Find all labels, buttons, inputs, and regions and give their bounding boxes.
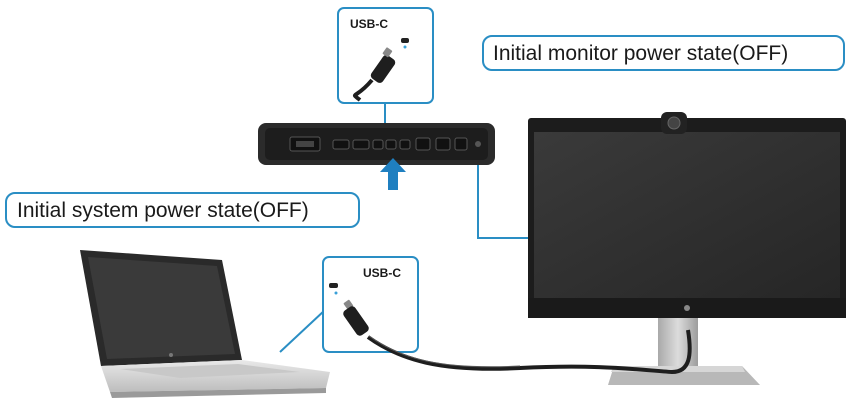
bottom-usbc-inset-frame [322,256,419,353]
bottom-usbc-plug-icon [343,299,369,336]
top-usbc-plug-icon [370,47,396,83]
bottom-usbc-inset: USB-C [322,256,419,353]
monitor-power-callout: Initial monitor power state(OFF) [482,35,845,71]
laptop-logo-icon [169,353,173,357]
monitor-logo-icon [684,305,690,311]
laptop [80,250,330,398]
monitor [528,112,846,385]
top-usbc-port [401,38,409,43]
monitor-screen [534,132,840,298]
system-power-callout: Initial system power state(OFF) [5,192,360,228]
system-power-callout-text: Initial system power state(OFF) [17,199,309,222]
laptop-inset-leader-line [279,309,326,353]
usbc-cable-highlight [368,335,521,368]
monitor-power-callout-box [482,35,845,71]
dock-to-monitor-leader-line [477,165,530,239]
bottom-usbc-label: USB-C [363,266,401,280]
top-usbc-inset: USB-C [337,7,434,104]
top-usbc-label: USB-C [350,17,388,31]
usbc-cable [366,329,692,375]
monitor-power-callout-text: Initial monitor power state(OFF) [493,42,788,65]
monitor-back-ports [258,123,495,165]
top-usbc-cable [352,78,374,102]
webcam-lens-icon [667,116,681,130]
system-power-callout-box [5,192,360,228]
up-arrow-icon [380,158,406,190]
laptop-screen [88,257,235,359]
bottom-usbc-port [329,283,338,288]
